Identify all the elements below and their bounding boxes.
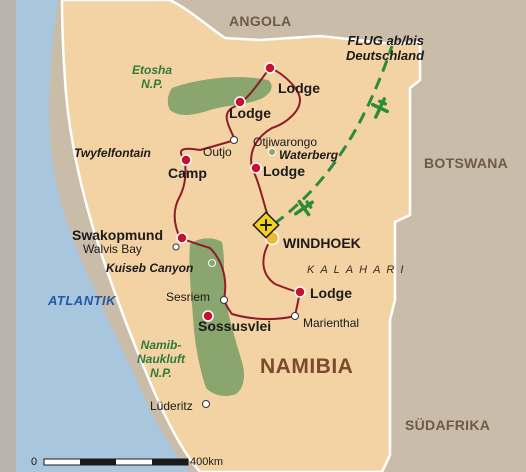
airplane-icon — [294, 199, 314, 217]
etosha-line-2: N.P. — [141, 77, 163, 91]
stop-camp — [180, 154, 192, 166]
stop-lodge-4 — [294, 286, 306, 298]
etosha-line-1: Etosha — [132, 63, 173, 77]
stop-sossusvlei — [202, 310, 214, 322]
label-lodge-3: Lodge — [263, 163, 305, 179]
label-windhoek: WINDHOEK — [283, 235, 361, 251]
label-kalahari: KALAHARI — [307, 264, 410, 276]
label-lodge-1: Lodge — [278, 80, 320, 96]
stop-swakopmund — [176, 232, 188, 244]
label-waterberg: Waterberg — [279, 148, 339, 162]
label-luederitz: Lüderitz — [150, 399, 193, 413]
atlantic-ocean — [0, 0, 190, 472]
flight-route — [273, 45, 394, 226]
airplane-icon — [370, 97, 390, 119]
flight-label-line-2: Deutschland — [346, 48, 425, 63]
label-twyfelfontain: Twyfelfontain — [74, 146, 151, 160]
namib-line-1: Namib- — [140, 338, 182, 352]
label-marienthal: Marienthal — [303, 316, 360, 330]
label-camp: Camp — [168, 165, 207, 181]
namib-naukluft-park — [189, 238, 244, 396]
label-lodge-2: Lodge — [229, 105, 271, 121]
label-namib-naukluft: Namib- Naukluft N.P. — [137, 338, 185, 380]
stop-lodge-3 — [250, 162, 262, 174]
etosha-park — [167, 77, 272, 115]
label-etosha: Etosha N.P. — [132, 63, 172, 91]
flight-label-line-1: FLUG ab/bis — [347, 33, 425, 48]
namibia-country — [60, 0, 422, 472]
label-sesriem: Sesriem — [166, 290, 211, 304]
stop-lodge-1 — [264, 62, 276, 74]
label-otjiwarongo: Otjiwarongo — [253, 135, 318, 149]
label-sossusvlei: Sossusvlei — [198, 318, 272, 334]
label-walvis-bay: Walvis Bay — [83, 242, 142, 256]
label-suedafrika: SÜDAFRIKA — [405, 417, 491, 433]
map-frame — [0, 0, 16, 472]
town-outjo — [230, 136, 238, 144]
label-botswana: BOTSWANA — [424, 155, 509, 171]
label-kuiseb-canyon: Kuiseb Canyon — [106, 261, 194, 275]
scale-max: 400km — [190, 456, 224, 468]
scale-bar — [43, 458, 189, 466]
label-angola: ANGOLA — [229, 13, 292, 29]
town-marienthal — [291, 312, 299, 320]
stop-lodge-2 — [234, 96, 246, 108]
label-swakopmund: Swakopmund — [72, 227, 164, 243]
scale-zero: 0 — [31, 456, 38, 468]
label-namibia: NAMIBIA — [260, 355, 354, 378]
town-luederitz — [202, 400, 210, 408]
park-kuiseb — [208, 259, 216, 267]
label-outjo: Outjo — [203, 145, 232, 159]
label-atlantik: ATLANTIK — [48, 293, 117, 308]
tour-route — [173, 66, 302, 321]
airport-icon — [252, 211, 280, 239]
park-waterberg — [268, 148, 276, 156]
town-walvis-bay — [172, 243, 180, 251]
label-lodge-4: Lodge — [310, 285, 352, 301]
town-sesriem — [220, 296, 228, 304]
namib-line-3: N.P. — [150, 366, 172, 380]
flight-label: FLUG ab/bis Deutschland — [346, 33, 424, 63]
namib-line-2: Naukluft — [137, 352, 185, 366]
